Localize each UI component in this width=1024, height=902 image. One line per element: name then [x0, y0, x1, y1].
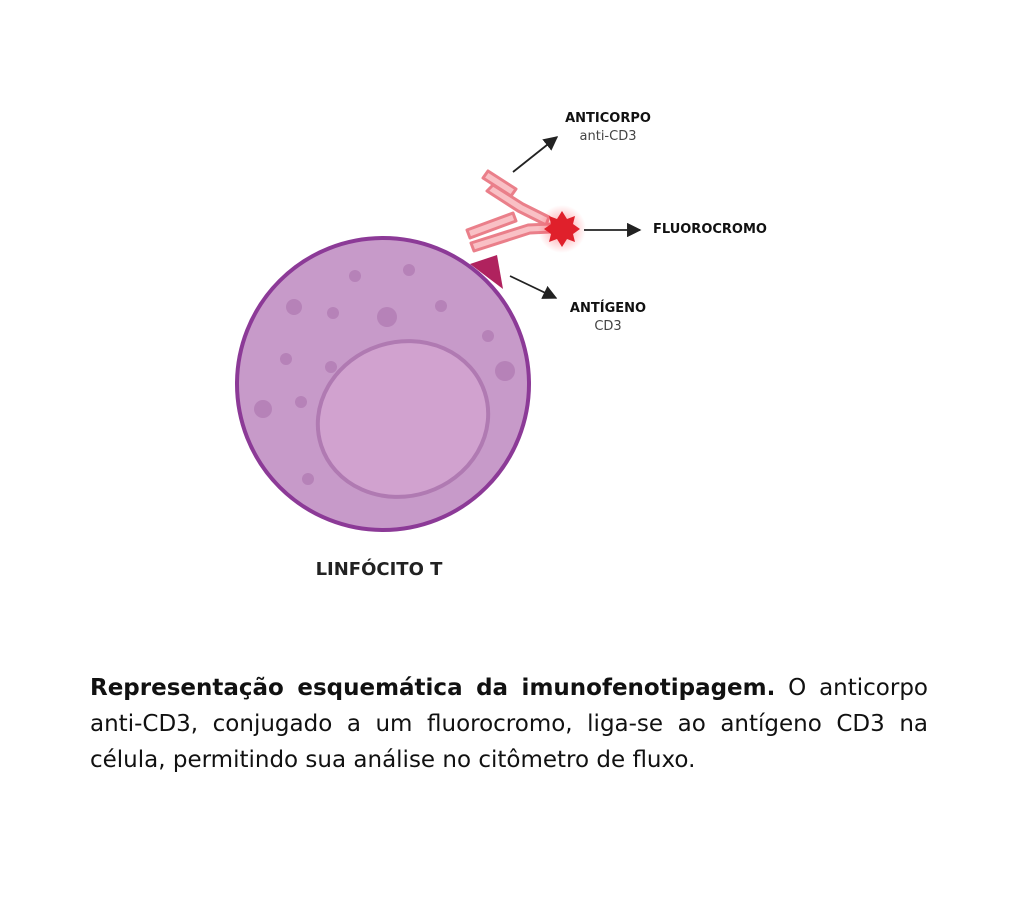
figure-caption: Representação esquemática da imunofenoti… [90, 670, 928, 778]
label-arrows [509, 136, 642, 299]
antibody-light-chain-bottom [465, 211, 518, 240]
antibody-label-title: ANTICORPO [565, 111, 651, 126]
immunophenotyping-diagram: ANTICORPO anti-CD3 FLUOROCROMO ANTÍGENO … [235, 111, 767, 580]
antigen-cd3 [470, 255, 503, 289]
antibody-label-subtitle: anti-CD3 [580, 129, 637, 144]
fluorochrome-label: FLUOROCROMO [653, 222, 767, 237]
fluorochrome-marker [538, 205, 586, 253]
antigen-label-title: ANTÍGENO [570, 300, 646, 316]
cell-nucleus [315, 339, 491, 499]
t-lymphocyte-cell [235, 236, 531, 532]
caption-body: O anticorpo anti-CD3, conjugado a um flu… [90, 675, 928, 773]
cell-label: LINFÓCITO T [316, 558, 444, 580]
fluorochrome-star-icon [544, 211, 580, 247]
antibody-anti-cd3 [465, 169, 553, 253]
caption-title: Representação esquemática da imunofenoti… [90, 675, 776, 701]
arrow-to-antibody-label [512, 136, 559, 173]
cytoplasm-granules [254, 264, 515, 485]
antigen-label-subtitle: CD3 [594, 319, 621, 334]
arrow-to-antigen-label [509, 275, 558, 299]
